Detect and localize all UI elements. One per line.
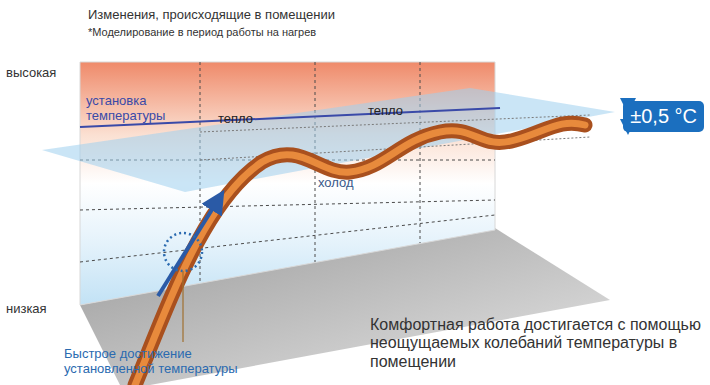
note-text: *Моделирование в период работы на нагрев bbox=[88, 26, 488, 39]
focus-circle bbox=[164, 233, 202, 271]
range-badge: ±0,5 °C bbox=[623, 101, 704, 132]
warm-label: тепло bbox=[218, 112, 278, 127]
warm-label: тепло bbox=[368, 104, 428, 119]
diagram-title: Изменения, происходящие в помещении bbox=[88, 8, 488, 23]
leader-line bbox=[182, 271, 183, 342]
axis-label: высокая bbox=[6, 66, 76, 81]
setpoint-label: установка температуры bbox=[86, 94, 196, 124]
rise-arrow bbox=[158, 200, 218, 296]
range-value: ±0,5 °C bbox=[630, 105, 697, 128]
callout-text: Быстрое достижение установленной темпера… bbox=[64, 347, 254, 377]
axis-label: низкая bbox=[6, 302, 76, 317]
cold-label: холод bbox=[318, 176, 378, 191]
caption-text: Комфортная работа достигается с помощью … bbox=[370, 316, 705, 371]
